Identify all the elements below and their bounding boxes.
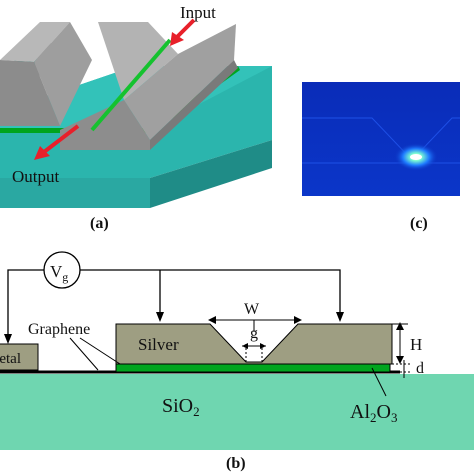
substrate-front — [0, 178, 150, 208]
input-label: Input — [180, 3, 216, 22]
d-label: d — [416, 360, 424, 377]
voltage-label: Vg — [50, 262, 68, 284]
left-ridge-slope — [34, 22, 92, 126]
silver-block-slope — [124, 24, 236, 140]
circuit-arrow-left — [4, 334, 12, 344]
substrate-side — [150, 140, 272, 208]
g-label: g — [250, 325, 258, 342]
metal-label: Metal — [0, 351, 21, 367]
h-arrow-bottom — [396, 356, 404, 364]
graphene-label: Graphene — [28, 321, 90, 338]
silver-block-right — [150, 60, 238, 150]
panel-c-label: (c) — [410, 215, 428, 232]
silver-block-front — [60, 100, 150, 150]
left-ridge-top — [0, 22, 70, 62]
panel-b-cross-section: SiO2 Al2O3 Metal Silver Vg Graphene W g — [0, 251, 474, 472]
output-arrow-shaft — [42, 124, 80, 154]
left-ridge-front — [0, 60, 60, 126]
metal-electrode — [0, 343, 39, 371]
input-arrow-head — [170, 32, 184, 46]
h-arrow-top — [396, 322, 404, 330]
field-plot-background — [302, 82, 460, 196]
field-hotspot-core — [410, 154, 422, 160]
panel-a-3d-waveguide: Input Output (a) — [0, 3, 272, 232]
w-label: W — [244, 301, 260, 318]
voltage-source — [43, 251, 81, 289]
silver-block-top — [98, 22, 178, 100]
circuit-arrow-mid — [156, 312, 164, 322]
h-label: H — [410, 335, 422, 354]
circuit-arrow-right — [336, 312, 344, 322]
sio2-substrate — [0, 374, 474, 450]
silver-label: Silver — [138, 335, 179, 354]
w-arrow-right — [294, 316, 302, 324]
input-arrow-shaft — [174, 18, 196, 40]
panel-b-label: (b) — [226, 455, 246, 472]
panel-a-label: (a) — [90, 215, 109, 232]
al2o3-pointer — [371, 367, 387, 397]
circuit-wire-top — [7, 269, 341, 340]
graphene-gap-line — [90, 38, 172, 132]
graphene-pointer-1 — [69, 337, 99, 371]
panel-c-field-plot: (c) — [302, 82, 460, 232]
silver-layer — [115, 323, 393, 365]
al2o3-label: Al2O3 — [350, 401, 397, 425]
graphene-pointer-2 — [79, 337, 121, 365]
output-arrow-head — [34, 146, 50, 160]
output-label: Output — [12, 167, 60, 186]
w-arrow-left — [208, 316, 216, 324]
g-arrow-right — [260, 343, 266, 349]
al2o3-layer — [115, 363, 391, 373]
g-arrow-left — [242, 343, 248, 349]
sio2-label: SiO2 — [162, 395, 200, 419]
